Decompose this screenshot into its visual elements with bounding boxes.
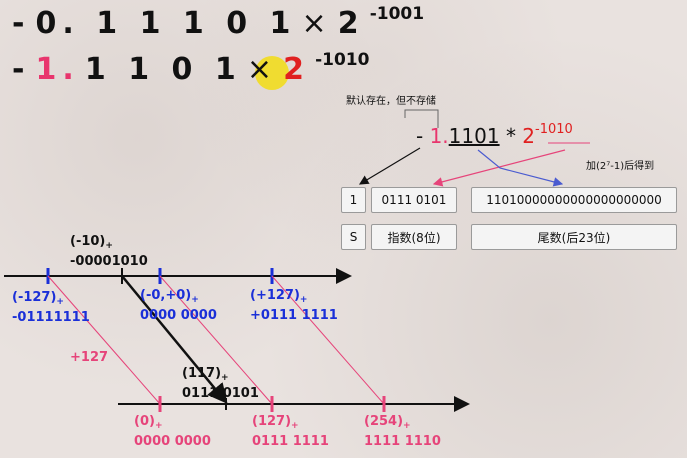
label-neg127-code: -01111111: [12, 310, 90, 325]
exponent-field-label: 指数(8位): [371, 224, 457, 250]
map-0-to-127: [159, 275, 273, 405]
encoded-expression: - 1.1101 * 2-1010: [416, 122, 573, 148]
plus-sign: +: [154, 421, 163, 431]
fraction-field-label: 尾数(后23位): [471, 224, 677, 250]
plus-sign: +: [299, 295, 308, 305]
plus-sign: +: [291, 421, 299, 431]
plus-sign: +: [191, 295, 199, 305]
encoded-base: 2: [522, 124, 536, 148]
hidden-bit-note: 默认存在，但不存储: [346, 96, 436, 107]
encoded-sign: -: [416, 124, 424, 148]
formula-2-exponent: -1010: [315, 50, 370, 70]
formula-2: - 1. 1 1 0 1 × 2 -1010: [12, 50, 370, 87]
label-zero-code: 0000 0000: [140, 308, 217, 323]
label-0-value: (0): [134, 414, 155, 429]
formula-1-sign: -: [12, 6, 31, 41]
map-neg10-to-117: [121, 275, 228, 404]
fraction-field-value: 11010000000000000000000: [471, 187, 677, 213]
sign-field-label: S: [341, 224, 366, 250]
formula-2-base: 2: [283, 52, 310, 87]
formula-2-leading: 1.: [35, 52, 80, 87]
hidden-bit-bracket: [404, 109, 439, 128]
encoded-times: *: [505, 124, 516, 148]
formula-1-times: ×: [301, 6, 333, 41]
formula-2-sign: -: [12, 52, 31, 87]
cursor-highlight: [255, 56, 289, 90]
label-zero-value: (-0,+0): [140, 288, 192, 303]
label-neg127: (-127)+ -01111111: [12, 290, 90, 326]
formula-1-base: 2: [337, 6, 365, 41]
encoded-fraction: 1101: [448, 124, 500, 148]
plus-sign: +: [221, 373, 229, 383]
plus-sign: +: [105, 241, 113, 251]
label-127-value: (127): [252, 414, 292, 429]
sign-arrow: [358, 147, 421, 185]
label-neg10: (-10)+ -00001010: [70, 234, 148, 270]
label-0-code: 0000 0000: [134, 434, 211, 449]
label-117: (117)+ 0111 0101: [182, 366, 259, 402]
encoded-exponent: -1010: [535, 122, 573, 137]
fraction-arrow: [477, 149, 564, 187]
formula-1-exponent: -1001: [369, 4, 425, 24]
plus-sign: +: [56, 297, 64, 307]
label-neg10-value: (-10): [70, 234, 106, 249]
label-pos127: (+127)+ +0111 1111: [250, 288, 338, 324]
label-117-value: (117): [182, 366, 222, 381]
label-117-code: 0111 0101: [182, 386, 259, 401]
bias-note: 加(2⁷-1)后得到: [586, 161, 655, 172]
exponent-field-value: 0111 0101: [371, 187, 457, 213]
formula-2-times: ×: [246, 52, 278, 87]
encoded-leading: 1.: [429, 124, 449, 148]
sign-field-value: 1: [341, 187, 366, 213]
label-127-code: 0111 1111: [252, 434, 329, 449]
map-127-to-254: [271, 275, 385, 405]
plus-sign: +: [403, 421, 411, 431]
formula-1-mantissa: 0. 1 1 1 0 1: [35, 6, 297, 41]
label-zero: (-0,+0)+ 0000 0000: [140, 288, 217, 324]
label-0: (0)+ 0000 0000: [134, 414, 211, 450]
label-254: (254)+ 1111 1110: [364, 414, 441, 450]
offset-label: +127: [70, 350, 109, 365]
formula-2-mantissa: 1 1 0 1: [84, 52, 242, 87]
label-neg10-code: -00001010: [70, 254, 148, 269]
label-254-value: (254): [364, 414, 404, 429]
map-neg127-to-0: [47, 275, 161, 405]
formula-1: - 0. 1 1 1 0 1 × 2 -1001: [12, 4, 425, 41]
label-254-code: 1111 1110: [364, 434, 441, 449]
label-127: (127)+ 0111 1111: [252, 414, 329, 450]
label-pos127-value: (+127): [250, 288, 300, 303]
label-neg127-value: (-127): [12, 290, 57, 305]
label-pos127-code: +0111 1111: [250, 308, 338, 323]
